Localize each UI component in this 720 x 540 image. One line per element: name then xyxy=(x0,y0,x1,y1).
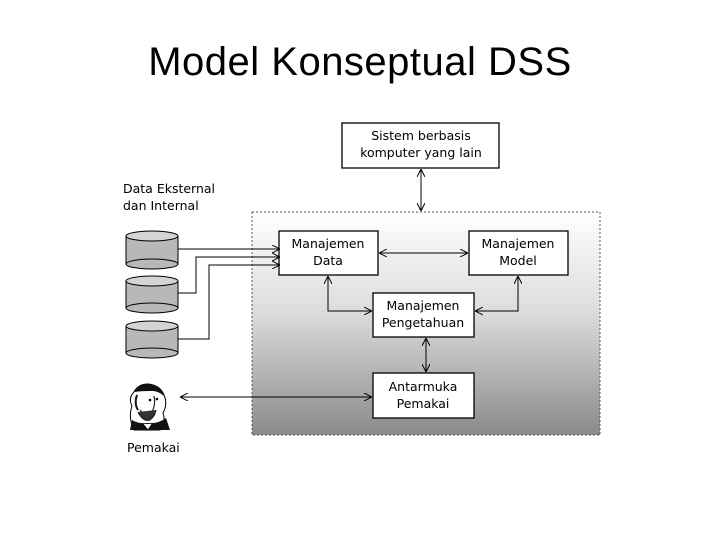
manajemen-data-line2: Data xyxy=(313,253,343,268)
manajemen-data-box: Manajemen Data xyxy=(278,230,379,276)
page-title: Model Konseptual DSS xyxy=(148,40,572,84)
manajemen-data-line1: Manajemen xyxy=(292,236,365,251)
sistem-lain-line2: komputer yang lain xyxy=(360,145,482,160)
antarmuka-line1: Antarmuka xyxy=(389,379,458,394)
antarmuka-pemakai-box: Antarmuka Pemakai xyxy=(372,372,475,419)
data-source-label-line1: Data Eksternal xyxy=(123,181,215,196)
manajemen-pengetahuan-line2: Pengetahuan xyxy=(382,315,464,330)
data-feed-connectors xyxy=(178,249,279,340)
user-label: Pemakai xyxy=(127,440,180,455)
connector-model-pengetahuan xyxy=(476,277,518,311)
database-cylinder-icon xyxy=(125,320,179,359)
data-source-label-line2: dan Internal xyxy=(123,198,199,213)
manajemen-pengetahuan-box: Manajemen Pengetahuan xyxy=(372,292,475,338)
manajemen-model-box: Manajemen Model xyxy=(468,230,569,276)
person-portrait-icon xyxy=(129,383,170,431)
manajemen-pengetahuan-line1: Manajemen xyxy=(387,298,460,313)
database-cylinder-icon xyxy=(125,230,179,270)
manajemen-model-line1: Manajemen xyxy=(482,236,555,251)
sistem-lain-box: Sistem berbasis komputer yang lain xyxy=(341,122,500,169)
antarmuka-line2: Pemakai xyxy=(397,396,450,411)
sistem-lain-line1: Sistem berbasis xyxy=(371,128,471,143)
database-cylinder-icon xyxy=(125,275,179,314)
manajemen-model-line2: Model xyxy=(499,253,537,268)
connector-data-pengetahuan xyxy=(328,277,371,311)
